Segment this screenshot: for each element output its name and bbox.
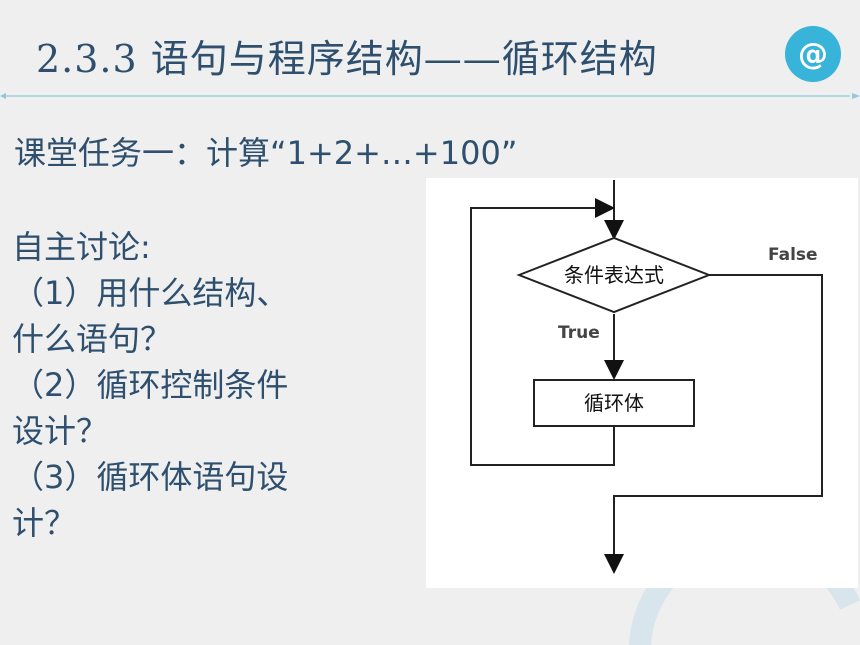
discussion-heading: 自主讨论:: [12, 228, 151, 266]
discussion-line: （3）循环体语句设: [12, 458, 289, 496]
discussion-line: 什么语句？: [12, 320, 173, 358]
flowchart-diagram: 条件表达式 循环体 True False: [470, 180, 823, 574]
discussion-line: 计？: [12, 504, 77, 542]
discussion-line: 设计？: [12, 412, 109, 450]
loop-back-arrow: [470, 198, 615, 466]
condition-diamond: [516, 236, 712, 314]
watermark-logo: [629, 575, 860, 645]
at-icon: @: [785, 26, 841, 82]
condition-label: 条件表达式: [564, 263, 664, 287]
page-title: 2.3.3 语句与程序结构——循环结构: [36, 37, 658, 81]
flowchart-panel: 条件表达式 循环体 True False: [426, 178, 858, 588]
discussion-block: 自主讨论: （1）用什么结构、 什么语句？ （2）循环控制条件 设计？ （3）循…: [12, 224, 422, 546]
loop-body-label: 循环体: [584, 391, 644, 415]
true-label: True: [558, 323, 600, 343]
discussion-line: （2）循环控制条件: [12, 366, 289, 404]
discussion-line: （1）用什么结构、: [12, 274, 289, 312]
title-divider: [0, 93, 860, 99]
false-branch-arrow: [604, 274, 823, 574]
task-heading: 课堂任务一：计算“1+2+…+100”: [14, 134, 518, 172]
loop-body-box: [533, 379, 695, 427]
false-label: False: [768, 245, 818, 265]
